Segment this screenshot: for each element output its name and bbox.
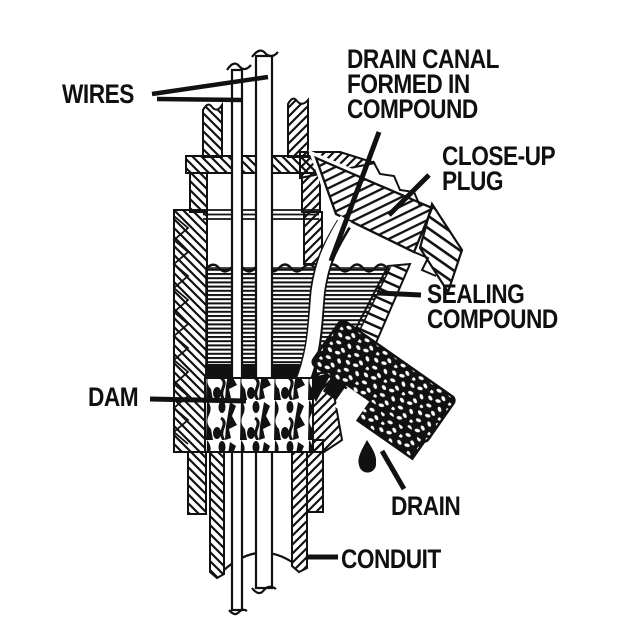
drain-fitting (311, 319, 456, 461)
label-close-up-plug-line1: CLOSE-UP (442, 141, 556, 171)
label-wires: WIRES (62, 79, 134, 109)
fitting-flange (185, 155, 317, 174)
label-conduit: CONDUIT (341, 544, 441, 574)
close-up-plug (308, 149, 464, 295)
wire-left-break-top (226, 62, 252, 71)
fitting-thread-zigzag (172, 215, 190, 445)
fitting-wall-upper-left (189, 172, 208, 213)
wire-right (254, 54, 274, 590)
label-sealing-compound: SEALING COMPOUND (427, 279, 558, 334)
plug-head-threads (418, 201, 464, 295)
fitting-wall-upper-right (301, 172, 321, 213)
fitting-top-bushing-right (287, 97, 309, 158)
leader-close-up-plug (387, 173, 431, 217)
fitting-wall-mid-right (303, 211, 323, 265)
wire-left-break-bottom (228, 608, 248, 616)
label-sealing-compound-line1: SEALING (427, 279, 525, 309)
leader-wires-upper (151, 74, 269, 97)
label-drain-canal-line3: COMPOUND (347, 94, 478, 124)
leader-lines (149, 74, 431, 560)
leader-drain-canal (328, 131, 382, 262)
label-drain-canal-line1: DRAIN CANAL (347, 44, 499, 74)
plug-thread-steps-bottom (413, 251, 437, 277)
fitting-hub-lower-left (187, 451, 207, 515)
leader-dam (149, 396, 247, 404)
label-drain: DRAIN (391, 491, 461, 521)
label-close-up-plug-line2: PLUG (442, 166, 503, 196)
wire-right-break-top (251, 49, 279, 58)
label-close-up-plug: CLOSE-UP PLUG (442, 141, 556, 196)
leader-wires-lower (156, 96, 244, 103)
leader-sealing-compound (376, 290, 422, 298)
fitting-top-bushing-left (202, 101, 223, 158)
wire-edges-in-compound (231, 269, 273, 364)
conduit-wall-left (209, 451, 225, 580)
leader-drain (379, 449, 407, 491)
drain-droplet (358, 440, 377, 473)
label-dam: DAM (88, 382, 139, 412)
conduit-wall-right (291, 451, 308, 574)
label-drain-canal: DRAIN CANAL FORMED IN COMPOUND (347, 44, 499, 124)
label-drain-canal-line2: FORMED IN (347, 69, 470, 99)
drain-notch (334, 386, 370, 422)
wire-right-break-bottom (251, 585, 277, 595)
wire-left (230, 68, 244, 612)
plug-thread-steps-top (372, 160, 421, 207)
dam (204, 377, 314, 453)
label-sealing-compound-line2: COMPOUND (427, 304, 558, 334)
